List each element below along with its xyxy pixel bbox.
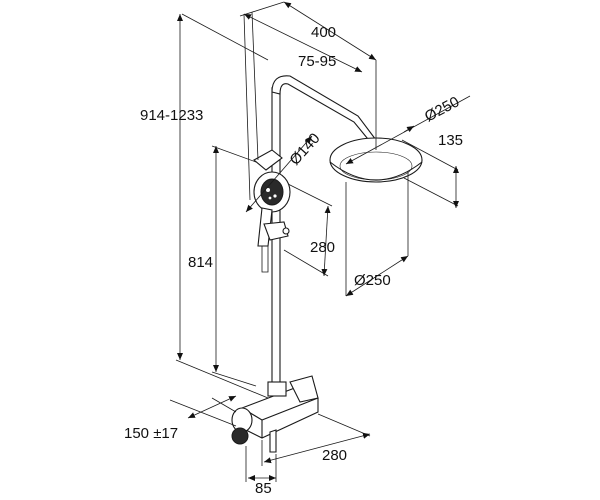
label-280-rail: 280 [310,239,335,256]
label-400: 400 [311,24,336,41]
label-814: 814 [188,254,213,271]
label-diameter-250-top: Ø250 [422,93,462,125]
dim-75-95-line [243,13,363,73]
label-diameter-140: Ø140 [286,130,323,169]
dim-140-line [245,135,313,213]
label-280-mixer: 280 [322,447,347,464]
riser-pipe [271,87,281,393]
dimension-labels: 400 75-95 Ø250 135 Ø140 914-1233 814 280… [124,24,463,497]
label-150-17: 150 ±17 [124,425,178,442]
shower-hose [261,246,269,273]
label-75-95: 75-95 [298,53,336,70]
dimension-lines [169,1,471,482]
shower-system-product [231,75,423,453]
label-914-1233: 914-1233 [140,107,203,124]
label-diameter-250-bottom: Ø250 [354,272,391,289]
dim-280-rail-line [321,205,331,277]
label-135: 135 [438,132,463,149]
slide-bar-slider [263,221,289,241]
dim-280-mixer-line [263,432,371,464]
dim-250-bottom-line [345,255,409,297]
thermostatic-mixer [231,375,319,453]
overhead-arm [271,75,377,145]
label-85: 85 [255,480,272,497]
dim-150-line [187,395,237,419]
